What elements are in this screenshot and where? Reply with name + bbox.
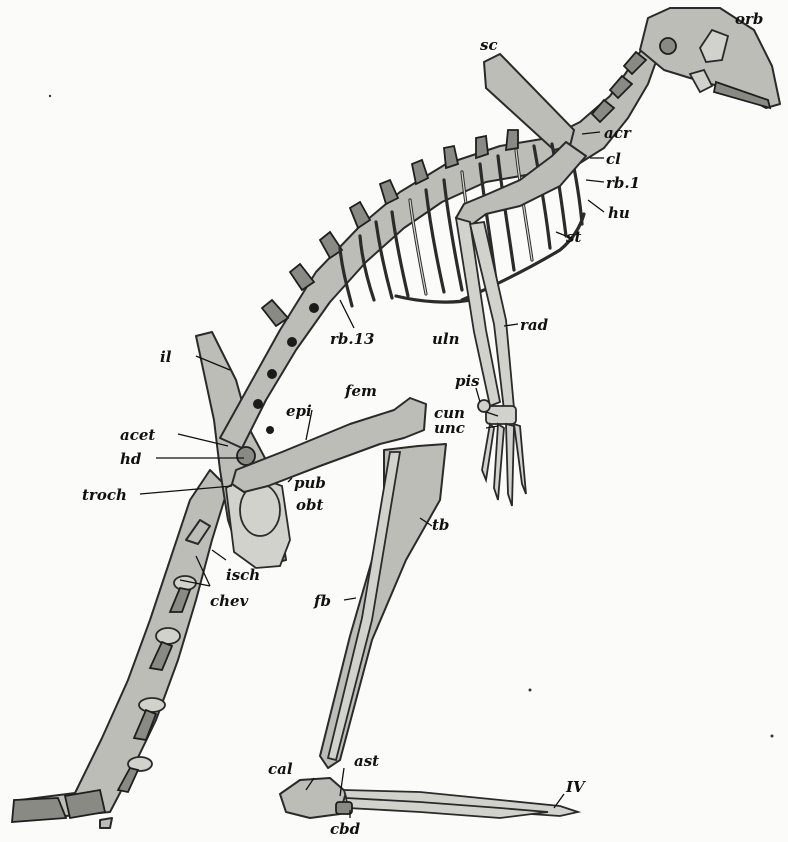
label-unc: unc [434, 419, 465, 437]
label-il: il [160, 348, 172, 366]
label-fb: fb [313, 592, 331, 610]
scapula [484, 54, 574, 150]
label-acr: acr [604, 124, 632, 142]
label-cbd: cbd [330, 820, 361, 838]
label-troch: troch [82, 486, 127, 504]
label-isch: isch [226, 566, 260, 584]
label-orb: orb [735, 10, 763, 28]
foot [280, 778, 578, 818]
label-rad: rad [520, 316, 549, 334]
label-obt: obt [296, 496, 323, 514]
label-uln: uln [432, 330, 460, 348]
label-ast: ast [354, 752, 379, 770]
vertebral-column [220, 46, 658, 448]
label-acet: acet [120, 426, 155, 444]
forelimb [456, 218, 526, 506]
label-tb: tb [432, 516, 449, 534]
speck [529, 689, 532, 692]
fibula [328, 452, 400, 760]
label-rb13: rb.13 [330, 330, 375, 348]
label-iv: IV [565, 778, 586, 796]
label-pis: pis [455, 372, 480, 390]
label-hu: hu [608, 204, 630, 222]
label-cal: cal [268, 760, 293, 778]
label-hd: hd [120, 450, 142, 468]
label-fem: fem [344, 382, 377, 400]
label-sc: sc [480, 36, 498, 54]
label-chev: chev [210, 592, 249, 610]
label-epi: epi [286, 402, 312, 420]
label-cl: cl [606, 150, 621, 168]
speck [771, 735, 774, 738]
label-st: st [566, 228, 581, 246]
speck [49, 95, 51, 97]
label-rb1: rb.1 [606, 174, 640, 192]
label-pub: pub [294, 474, 326, 492]
tail-vertebrae [12, 470, 228, 828]
